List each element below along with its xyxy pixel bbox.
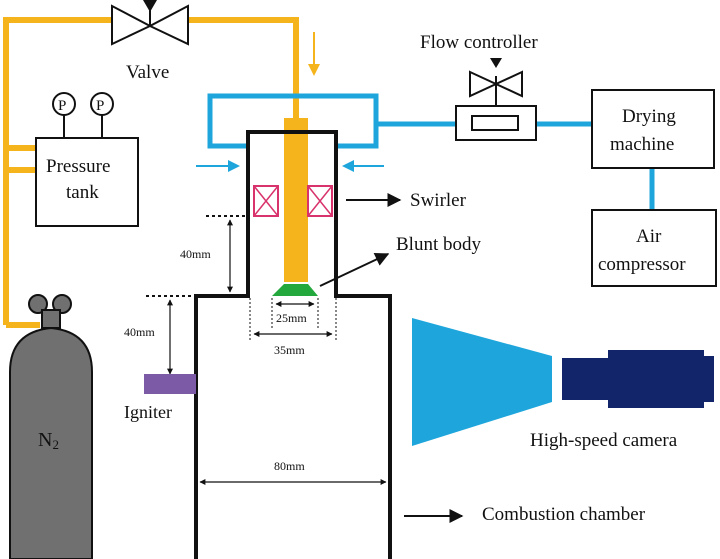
drying-machine-label-line2: machine bbox=[610, 134, 674, 155]
pressure-tank-label-line1: Pressure bbox=[46, 156, 110, 177]
flow-controller-label: Flow controller bbox=[420, 32, 538, 53]
burner-outline bbox=[194, 130, 392, 559]
blunt-body-pointer bbox=[319, 253, 390, 287]
high-speed-camera-label: High-speed camera bbox=[530, 430, 678, 451]
pressure-gauge-1-label: P bbox=[58, 98, 66, 114]
valve-icon bbox=[111, 0, 189, 46]
drying-machine-label-line1: Drying bbox=[622, 106, 676, 127]
lower-height-label: 40mm bbox=[124, 325, 155, 339]
air-compressor-label-line1: Air bbox=[636, 226, 662, 247]
pressure-gauge-2: P bbox=[90, 92, 114, 138]
lower-height-dimension bbox=[146, 295, 194, 375]
inner-width-label: 35mm bbox=[274, 343, 305, 357]
upper-height-dimension bbox=[206, 215, 246, 293]
pressure-tank bbox=[35, 137, 139, 227]
pressure-tank-label-line2: tank bbox=[66, 182, 99, 203]
blunt-body-label: Blunt body bbox=[396, 234, 481, 255]
blunt-width-dimension bbox=[271, 298, 319, 330]
camera-view-cone bbox=[412, 318, 552, 446]
igniter-label: Igniter bbox=[124, 402, 172, 422]
valve-label: Valve bbox=[126, 62, 169, 83]
pressure-gauge-1: P bbox=[52, 92, 76, 138]
blunt-body bbox=[272, 284, 318, 296]
swirler-right bbox=[307, 185, 333, 217]
air-inlet-arrow-left bbox=[196, 160, 240, 172]
pressure-gauge-2-label: P bbox=[96, 98, 104, 114]
blunt-width-label: 25mm bbox=[276, 311, 307, 325]
air-compressor-label-line2: compressor bbox=[598, 254, 686, 275]
swirler-label: Swirler bbox=[410, 190, 467, 211]
air-inlet-arrow-right bbox=[342, 160, 384, 172]
fuel-line bbox=[3, 17, 299, 328]
swirler-left bbox=[253, 185, 279, 217]
chamber-width-label: 80mm bbox=[274, 459, 305, 473]
drying-machine bbox=[591, 89, 715, 169]
flow-controller bbox=[455, 58, 537, 141]
igniter bbox=[144, 374, 196, 394]
camera-body bbox=[562, 350, 714, 408]
air-compressor bbox=[591, 209, 717, 287]
fuel-direction-arrow bbox=[308, 32, 320, 76]
air-line bbox=[207, 93, 655, 210]
n2-cylinder: N2 bbox=[9, 294, 93, 559]
upper-height-label: 40mm bbox=[180, 247, 211, 261]
n2-label: N2 bbox=[38, 429, 59, 452]
combustion-chamber-label: Combustion chamber bbox=[482, 504, 646, 525]
inner-width-dimension bbox=[249, 298, 337, 340]
fuel-tube bbox=[284, 118, 308, 282]
